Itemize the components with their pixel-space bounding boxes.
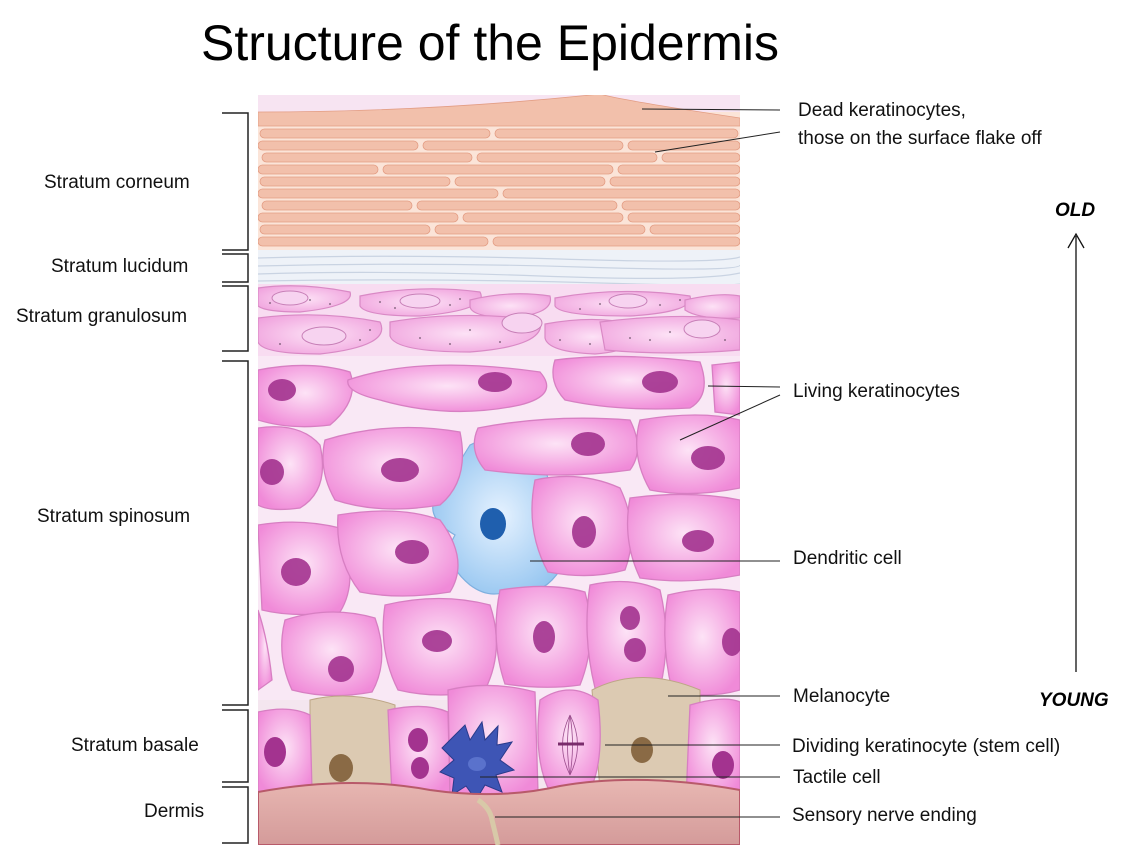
label-stratum-granulosum: Stratum granulosum bbox=[16, 306, 188, 327]
dermis-layer bbox=[258, 778, 740, 845]
stratum-basale-layer bbox=[258, 677, 740, 801]
dendritic-nucleus bbox=[480, 508, 506, 540]
stratum-lucidum-layer bbox=[258, 250, 740, 286]
axis-label-old: OLD bbox=[1055, 200, 1096, 221]
melanocyte-cell bbox=[591, 677, 701, 791]
callout-dead-keratinocytes-line2: those on the surface flake off bbox=[798, 128, 1042, 149]
stratum-granulosum-layer bbox=[258, 284, 740, 356]
callout-dividing-keratinocyte: Dividing keratinocyte (stem cell) bbox=[792, 736, 1061, 757]
label-stratum-spinosum: Stratum spinosum bbox=[37, 506, 191, 527]
label-stratum-basale: Stratum basale bbox=[71, 735, 199, 756]
stratum-spinosum-layer bbox=[258, 355, 740, 706]
axis-label-young: YOUNG bbox=[1039, 690, 1109, 711]
callout-dendritic-cell: Dendritic cell bbox=[793, 548, 902, 569]
label-stratum-lucidum: Stratum lucidum bbox=[51, 256, 189, 277]
callout-melanocyte: Melanocyte bbox=[793, 686, 891, 707]
callout-lines bbox=[480, 108, 781, 818]
layer-brackets bbox=[222, 112, 249, 844]
callout-sensory-nerve-ending: Sensory nerve ending bbox=[792, 805, 977, 826]
dividing-keratinocyte bbox=[537, 689, 601, 793]
age-arrow bbox=[1067, 232, 1085, 672]
callout-dead-keratinocytes-line1: Dead keratinocytes, bbox=[798, 100, 966, 121]
sensory-nerve-ending bbox=[476, 797, 501, 845]
diagram-title: Structure of the Epidermis bbox=[200, 15, 780, 71]
stratum-corneum-layer bbox=[258, 95, 740, 252]
callout-tactile-cell: Tactile cell bbox=[793, 767, 881, 788]
callout-living-keratinocytes: Living keratinocytes bbox=[793, 381, 960, 402]
label-dermis: Dermis bbox=[144, 801, 205, 822]
label-stratum-corneum: Stratum corneum bbox=[44, 172, 190, 193]
